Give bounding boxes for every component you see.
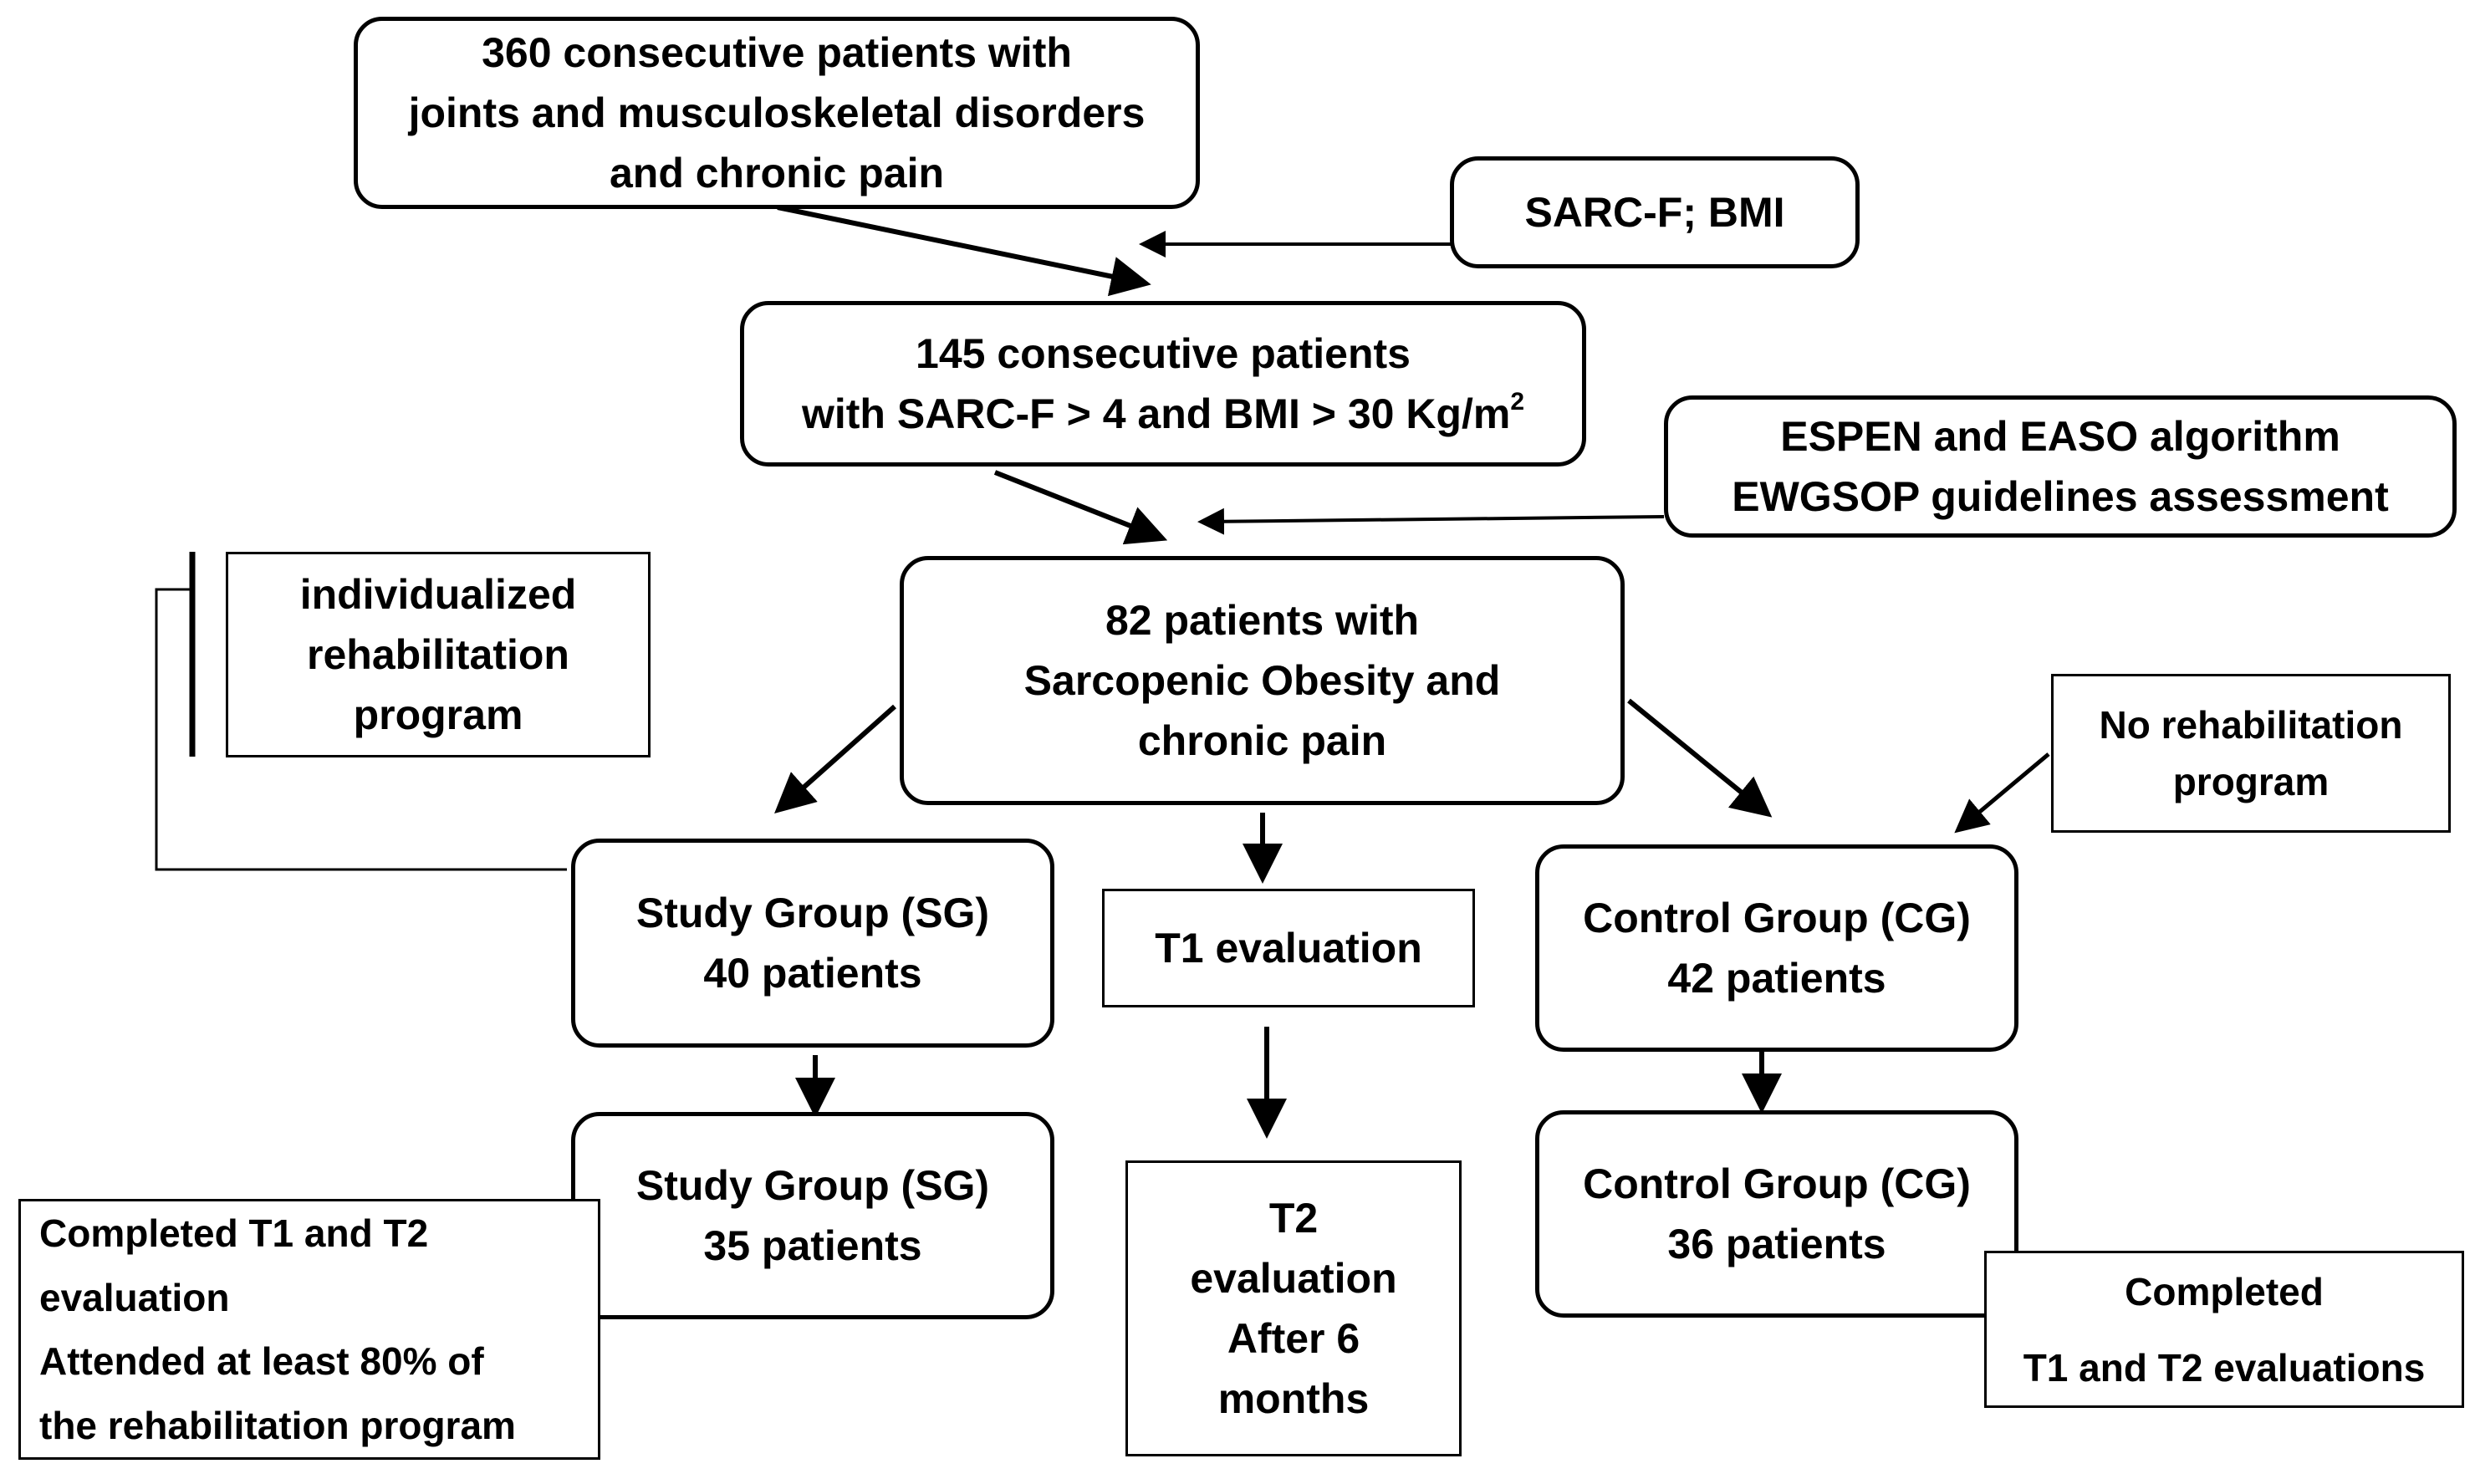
superscript-two: 2: [1510, 388, 1525, 416]
so-line-3: chronic pain: [1137, 717, 1387, 764]
so-line-1: 82 patients with: [1105, 597, 1420, 644]
t1-label: T1 evaluation: [1155, 925, 1422, 971]
sg-completed-line-2: evaluation: [39, 1275, 230, 1319]
no-rehab-line-2: program: [2172, 760, 2330, 803]
sg2-line-1: Study Group (SG): [635, 1162, 990, 1209]
sg2-line-2: 35 patients: [703, 1222, 922, 1269]
espen-easo-box: ESPEN and EASO algorithm EWGSOP guidelin…: [1664, 395, 2457, 538]
no-rehab-box: No rehabilitation program: [2051, 674, 2451, 833]
t1-evaluation-box: T1 evaluation: [1102, 889, 1475, 1007]
arrow-so-to-cg: [1627, 698, 1773, 818]
t2-evaluation-box: T2 evaluation After 6 months: [1125, 1160, 1462, 1456]
bracket-connector: [155, 588, 567, 871]
arrow-no-rehab-to-cg: [1954, 752, 2050, 834]
screened-line-2: with SARC-F > 4 and BMI > 30 Kg/m2: [802, 384, 1524, 444]
sg-completed-line-1: Completed T1 and T2: [39, 1211, 429, 1256]
no-rehab-line-1: No rehabilitation: [2099, 703, 2403, 747]
arrow-initial-to-screened: [777, 205, 1151, 297]
t2-line-4: months: [1217, 1375, 1370, 1422]
initial-patients-box: 360 consecutive patients with joints and…: [354, 17, 1200, 209]
sarcf-bmi-box: SARC-F; BMI: [1450, 156, 1860, 268]
cg1-line-1: Control Group (CG): [1583, 895, 1971, 941]
cg-completed-line-1: Completed: [2125, 1269, 2324, 1313]
study-group-initial-box: Study Group (SG) 40 patients: [571, 839, 1054, 1048]
arrow-screened-to-so: [993, 470, 1168, 545]
initial-line-2: joints and musculoskeletal disorders: [408, 89, 1146, 136]
sarcf-bmi-label: SARC-F; BMI: [1524, 189, 1785, 236]
individualized-line-1: individualized: [299, 571, 577, 618]
study-group-final-box: Study Group (SG) 35 patients: [571, 1112, 1054, 1319]
sg1-line-1: Study Group (SG): [635, 890, 990, 936]
screened-line-2-text: with SARC-F > 4 and BMI > 30 Kg/m: [801, 390, 1511, 437]
cg1-line-2: 42 patients: [1667, 955, 1886, 1002]
control-group-final-box: Control Group (CG) 36 patients: [1535, 1110, 2018, 1318]
cg-completed-box: Completed T1 and T2 evaluations: [1984, 1251, 2464, 1408]
initial-line-3: and chronic pain: [609, 150, 945, 196]
sg-completed-box: Completed T1 and T2 evaluation Attended …: [18, 1199, 600, 1460]
t2-line-3: After 6: [1227, 1315, 1360, 1362]
screened-line-1: 145 consecutive patients: [916, 330, 1411, 377]
espen-line-1: ESPEN and EASO algorithm: [1780, 413, 2340, 460]
sg-completed-line-3: Attended at least 80% of: [39, 1339, 484, 1384]
cg2-line-1: Control Group (CG): [1583, 1160, 1971, 1207]
espen-line-2: EWGSOP guidelines assessment: [1732, 473, 2389, 520]
sg1-line-2: 40 patients: [703, 950, 922, 997]
screened-patients-box: 145 consecutive patients with SARC-F > 4…: [740, 301, 1586, 467]
sarcopenic-obesity-box: 82 patients with Sarcopenic Obesity and …: [900, 556, 1625, 805]
arrow-so-to-sg: [774, 704, 896, 813]
individualized-rehab-box: individualized rehabilitation program: [226, 552, 651, 757]
initial-line-1: 360 consecutive patients with: [482, 29, 1072, 76]
sg-completed-line-4: the rehabilitation program: [39, 1403, 516, 1447]
cg2-line-2: 36 patients: [1667, 1221, 1886, 1267]
so-line-2: Sarcopenic Obesity and: [1023, 657, 1501, 704]
t2-line-2: evaluation: [1190, 1255, 1397, 1302]
individualized-line-3: program: [353, 691, 523, 738]
cg-completed-line-2: T1 and T2 evaluations: [2023, 1345, 2426, 1390]
control-group-initial-box: Control Group (CG) 42 patients: [1535, 844, 2018, 1052]
arrow-espen-to-flow: [1197, 507, 1665, 535]
individualized-line-2: rehabilitation: [307, 631, 569, 678]
t2-line-1: T2: [1268, 1195, 1319, 1242]
